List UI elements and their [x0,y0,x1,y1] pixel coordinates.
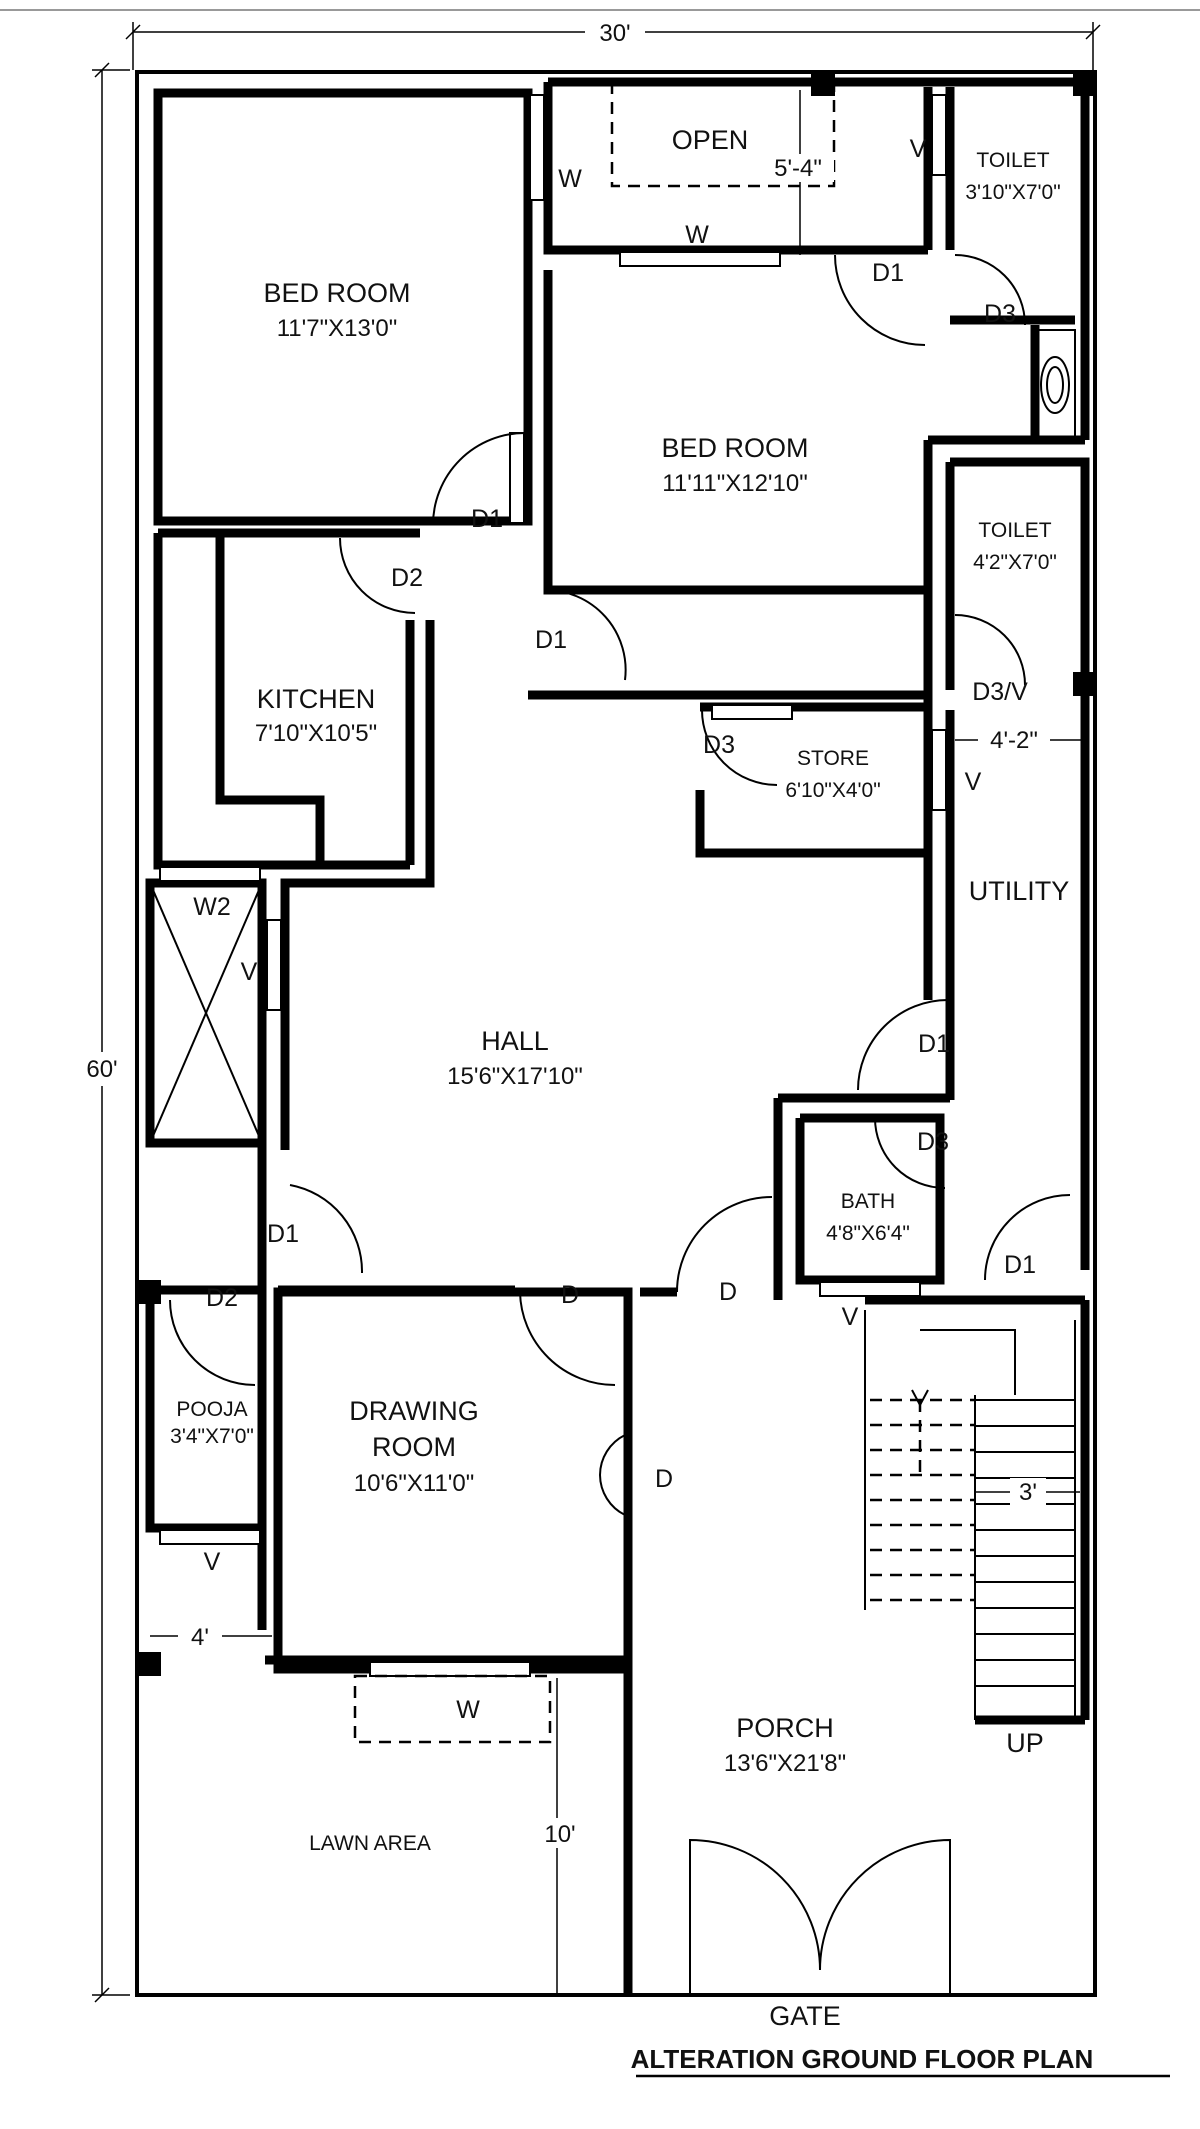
lawn-depth-dim: 10' [544,1821,575,1848]
toilet1-name: TOILET [976,149,1049,172]
porch-name: PORCH [736,1713,834,1743]
overall-depth-label: 60' [86,1056,117,1083]
wc-fixture-icon [1034,329,1076,441]
lawn-width-dim: 4' [191,1624,209,1651]
kitchen-size: 7'10"X10'5" [255,720,377,747]
staircase [864,1310,1080,1720]
tag-d2-pooja: D2 [206,1284,238,1312]
stair-up-label: UP [1006,1728,1044,1758]
store-name: STORE [797,747,869,770]
tag-d3v-toilet2: D3/V [972,678,1028,706]
tag-w-drawing: W [456,1696,480,1724]
tag-d-porch: D [719,1278,737,1306]
kitchen-name: KITCHEN [257,684,376,714]
lawn-area-name: LAWN AREA [309,1832,431,1855]
utility-width-dim: 4'-2" [990,727,1038,754]
bath-name: BATH [841,1190,895,1213]
tag-d1-bedroom2: D1 [535,626,567,654]
tag-v-bath: V [842,1303,859,1331]
drawing-room-name-line1: DRAWING [349,1396,479,1426]
hall-size: 15'6"X17'10" [447,1063,583,1090]
open-area-name: OPEN [672,125,749,155]
bedroom1-name: BED ROOM [263,278,410,308]
toilet2-size: 4'2"X7'0" [973,551,1057,574]
tag-w-open: W [685,221,709,249]
stair-width-dim: 3' [1019,1479,1037,1506]
tag-v-toilet1: V [910,135,927,163]
tag-v-store: V [965,768,982,796]
tag-v-pooja: V [204,1548,221,1576]
tag-w-bedroom1: W [558,165,582,193]
tag-d3-toilet1: D3 [984,300,1016,328]
overall-width-dimension: 30' [125,18,1101,70]
pooja-size: 3'4"X7'0" [170,1425,254,1448]
tag-d3-bath: D3 [917,1128,949,1156]
tag-d2-kitchen: D2 [391,564,423,592]
overall-width-label: 30' [599,20,630,47]
bedroom1-size: 11'7"X13'0" [277,315,398,342]
utility-name: UTILITY [969,876,1070,906]
open-area-dim: 5'-4" [774,155,822,182]
tag-d1-utility: D1 [918,1030,950,1058]
doors [169,254,1071,1995]
bedroom2-name: BED ROOM [661,433,808,463]
dashed-openings [150,80,1085,1744]
tag-d3-store: D3 [703,731,735,759]
plot-boundary [135,70,1097,1997]
tag-d1-bedroom1: D1 [471,505,503,533]
tag-v-hall: V [241,958,258,986]
walls [145,77,1090,1995]
toilet2-name: TOILET [978,519,1051,542]
bath-size: 4'8"X6'4" [826,1222,910,1245]
plan-title-text: ALTERATION GROUND FLOOR PLAN [631,2044,1094,2074]
opening-tags: W W V D1 D3 D1 D2 D1 D3/V D3 V W2 V D1 D… [193,135,1036,1724]
drawing-room-size: 10'6"X11'0" [354,1470,475,1497]
toilet1-size: 3'10"X7'0" [965,181,1060,204]
shaft-cross [149,882,263,1144]
tag-d1-top: D1 [872,259,904,287]
plan-title: ALTERATION GROUND FLOOR PLAN [631,2044,1170,2078]
tag-d1-stair: D1 [1004,1251,1036,1279]
room-labels: BED ROOM 11'7"X13'0" OPEN 5'-4" TOILET 3… [170,125,1069,2031]
overall-depth-dimension: 60' [78,62,130,2003]
tag-d-drawing-side: D [655,1465,673,1493]
tag-d1-hall-left: D1 [267,1220,299,1248]
windows [159,94,947,1677]
gate-label: GATE [769,2001,841,2031]
drawing-room-name-line2: ROOM [372,1432,456,1462]
pooja-name: POOJA [176,1398,247,1421]
store-size: 6'10"X4'0" [785,779,880,802]
porch-size: 13'6"X21'8" [724,1750,846,1777]
columns [137,72,1097,1676]
tag-d-drawing: D [561,1281,579,1309]
tag-w2-shaft: W2 [193,893,231,921]
hall-name: HALL [481,1026,549,1056]
bedroom2-size: 11'11"X12'10" [662,470,807,497]
